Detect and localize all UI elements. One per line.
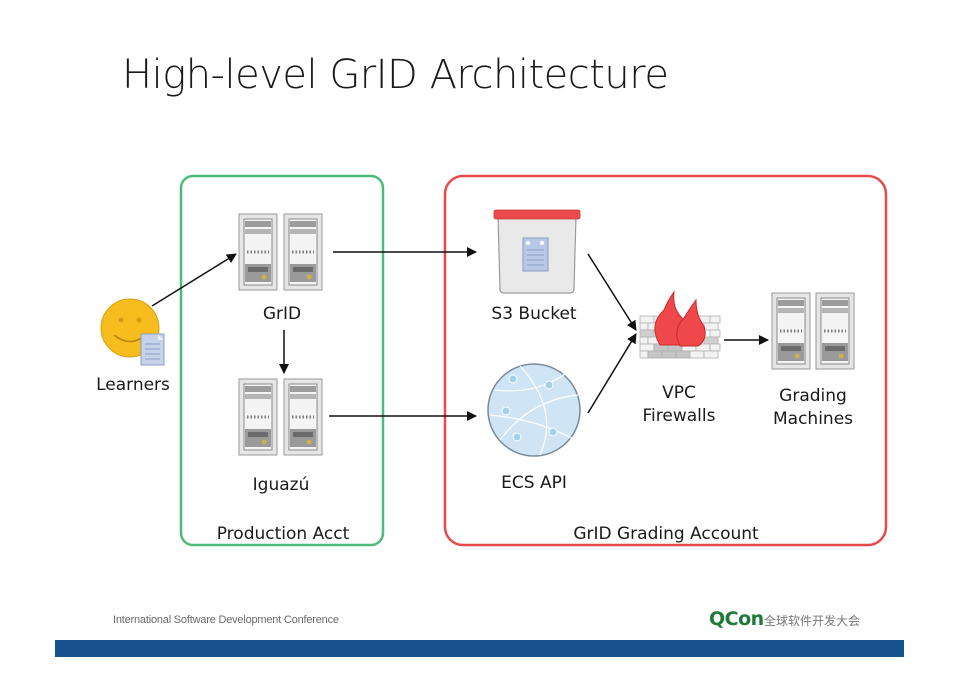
grading-machines-label-line1: Grading	[779, 386, 847, 406]
edge-s3-to-firewall	[587, 253, 637, 331]
ecs-api-label: ECS API	[501, 473, 567, 493]
grading-machines-label-line2: Machines	[772, 409, 854, 429]
slide-title: High-level GrID Architecture	[122, 52, 669, 98]
iguazu-server-icon	[237, 377, 324, 457]
grid-label: GrID	[262, 304, 302, 324]
s3-bucket-icon	[493, 209, 581, 294]
conference-name: International Software Development Confe…	[113, 614, 339, 626]
grid-server-icon	[237, 212, 324, 292]
footer-bar	[55, 640, 904, 657]
s3-bucket-label: S3 Bucket	[491, 304, 577, 324]
edge-learners-to-grid	[151, 253, 237, 307]
qcon-tagline: 全球软件开发大会	[764, 614, 861, 628]
vpc-firewall-icon	[639, 290, 721, 359]
learners-label: Learners	[96, 375, 170, 395]
ecs-api-globe-icon	[487, 363, 581, 457]
grading-machines-server-icon	[770, 291, 856, 371]
iguazu-label: Iguazú	[252, 475, 310, 495]
qcon-logo: QCon	[709, 608, 764, 630]
edge-ecs-to-firewall	[587, 333, 637, 414]
production-account-box	[179, 174, 385, 547]
vpc-label-line2: Firewalls	[642, 406, 716, 426]
learners-icon	[100, 298, 165, 366]
grading-account-box	[443, 174, 888, 547]
vpc-label-line1: VPC	[662, 383, 696, 403]
production-account-label: Production Acct	[216, 524, 350, 544]
grading-account-label: GrID Grading Account	[573, 524, 759, 544]
